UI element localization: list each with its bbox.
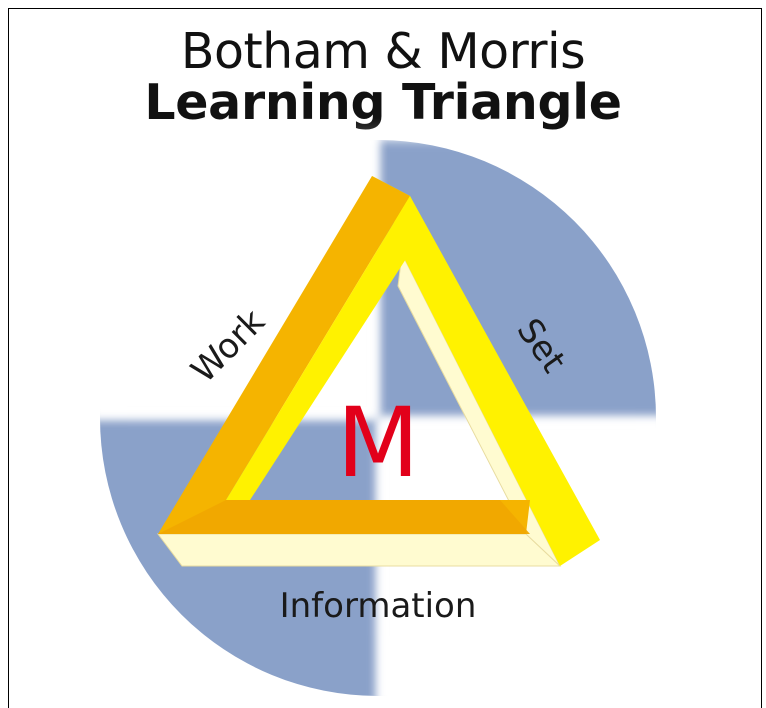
title-line-1: Botham & Morris (180, 23, 586, 80)
triangle-left-arm (158, 176, 530, 534)
triangle-left-inner-face (226, 196, 426, 500)
triangle-bottom-bar (157, 533, 562, 567)
label-information: Information (280, 586, 477, 626)
triangle-bottom-inner (158, 500, 530, 534)
triangle-right-arm (372, 176, 600, 566)
penrose-triangle (157, 176, 600, 567)
center-letter-m: M (337, 387, 420, 499)
